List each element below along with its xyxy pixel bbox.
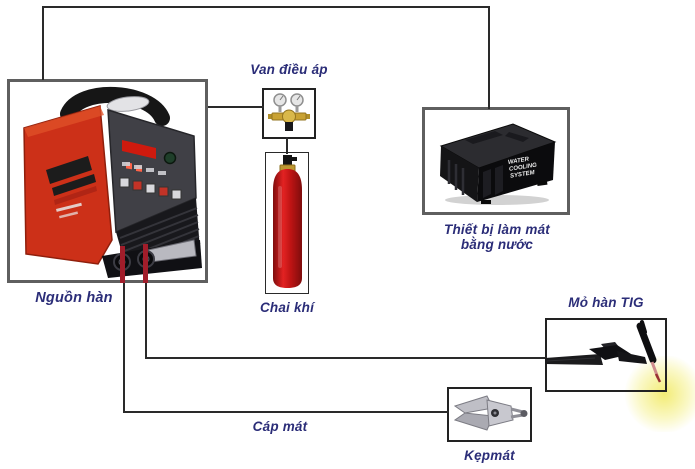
cooler-label: Thiết bị làm mát bằng nước — [417, 222, 577, 252]
cooler-label-line2: bằng nước — [460, 237, 534, 252]
regulator-label: Van điều áp — [250, 62, 328, 77]
cooler-device-text-line1: WATER — [508, 157, 531, 166]
gas-cylinder-label: Chai khí — [259, 300, 315, 315]
torch-box — [545, 318, 667, 392]
wire-top-to-cooler — [488, 6, 490, 109]
torch-label: Mỏ hàn TIG — [568, 295, 644, 310]
ground-cable-stub — [143, 244, 148, 283]
wire-torch-vertical — [145, 281, 147, 359]
cooler-device-text-line2: COOLING — [509, 162, 538, 172]
welding-arc-glow — [624, 356, 695, 432]
gas-cylinder-image — [272, 154, 302, 288]
wire-top-horizontal — [42, 6, 490, 8]
cooler-image: WATER COOLING SYSTEM — [439, 123, 557, 205]
wire-top-to-power-source — [42, 6, 44, 80]
wire-ground-vertical — [123, 281, 125, 413]
wire-power-to-regulator — [208, 106, 264, 108]
power-source-image — [23, 87, 202, 278]
regulator-icon — [268, 93, 310, 131]
torch-cable-stub — [120, 246, 125, 283]
ground-clamp-image — [453, 395, 528, 431]
power-source-label: Nguồn hàn — [35, 290, 113, 306]
cooler-device-text-line3: SYSTEM — [510, 170, 536, 180]
cooler-label-line1: Thiết bị làm mát — [444, 222, 550, 237]
wire-ground-horizontal — [123, 411, 449, 413]
ground-cable-label: Cáp mát — [252, 419, 308, 434]
wire-torch-horizontal — [145, 357, 547, 359]
ground-clamp-label: Kẹpmát — [464, 448, 515, 463]
wire-regulator-to-cylinder — [286, 137, 288, 154]
torch-image — [545, 320, 662, 383]
